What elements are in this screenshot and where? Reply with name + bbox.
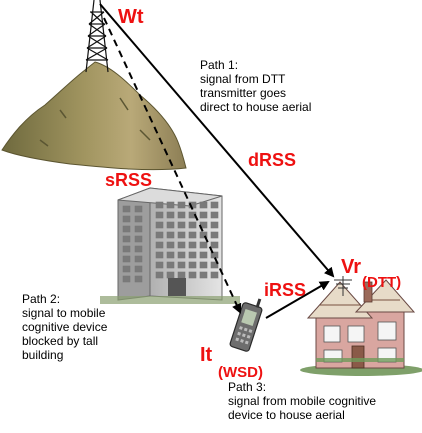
path-3-note: Path 3: signal from mobile cognitive dev…: [228, 380, 377, 422]
house-icon: [300, 279, 422, 376]
path-1-arrow: [99, 3, 335, 278]
interferer-label: It: [200, 344, 213, 366]
hill-icon: [1, 61, 187, 171]
victim-receiver-label: Vr: [341, 256, 362, 278]
victim-receiver-sublabel: (DTT): [362, 274, 402, 291]
path-1-note: Path 1: signal from DTT transmitter goes…: [200, 58, 312, 114]
mobile-phone-icon: [229, 298, 263, 352]
transmitter-label: Wt: [118, 6, 144, 28]
interference-rss-label: iRSS: [264, 280, 307, 300]
path-2-arrow: [103, 17, 242, 314]
office-building-icon: [100, 187, 240, 304]
tv-aerial-icon: [334, 276, 352, 296]
shadow-rss-label: sRSS: [105, 170, 153, 190]
transmitter-tower-icon: [85, 0, 109, 73]
interferer-sublabel: (WSD): [218, 364, 263, 381]
path-3-arrow: [265, 280, 330, 319]
direct-rss-label: dRSS: [248, 150, 297, 170]
path-2-note: Path 2: signal to mobile cognitive devic…: [22, 292, 108, 362]
